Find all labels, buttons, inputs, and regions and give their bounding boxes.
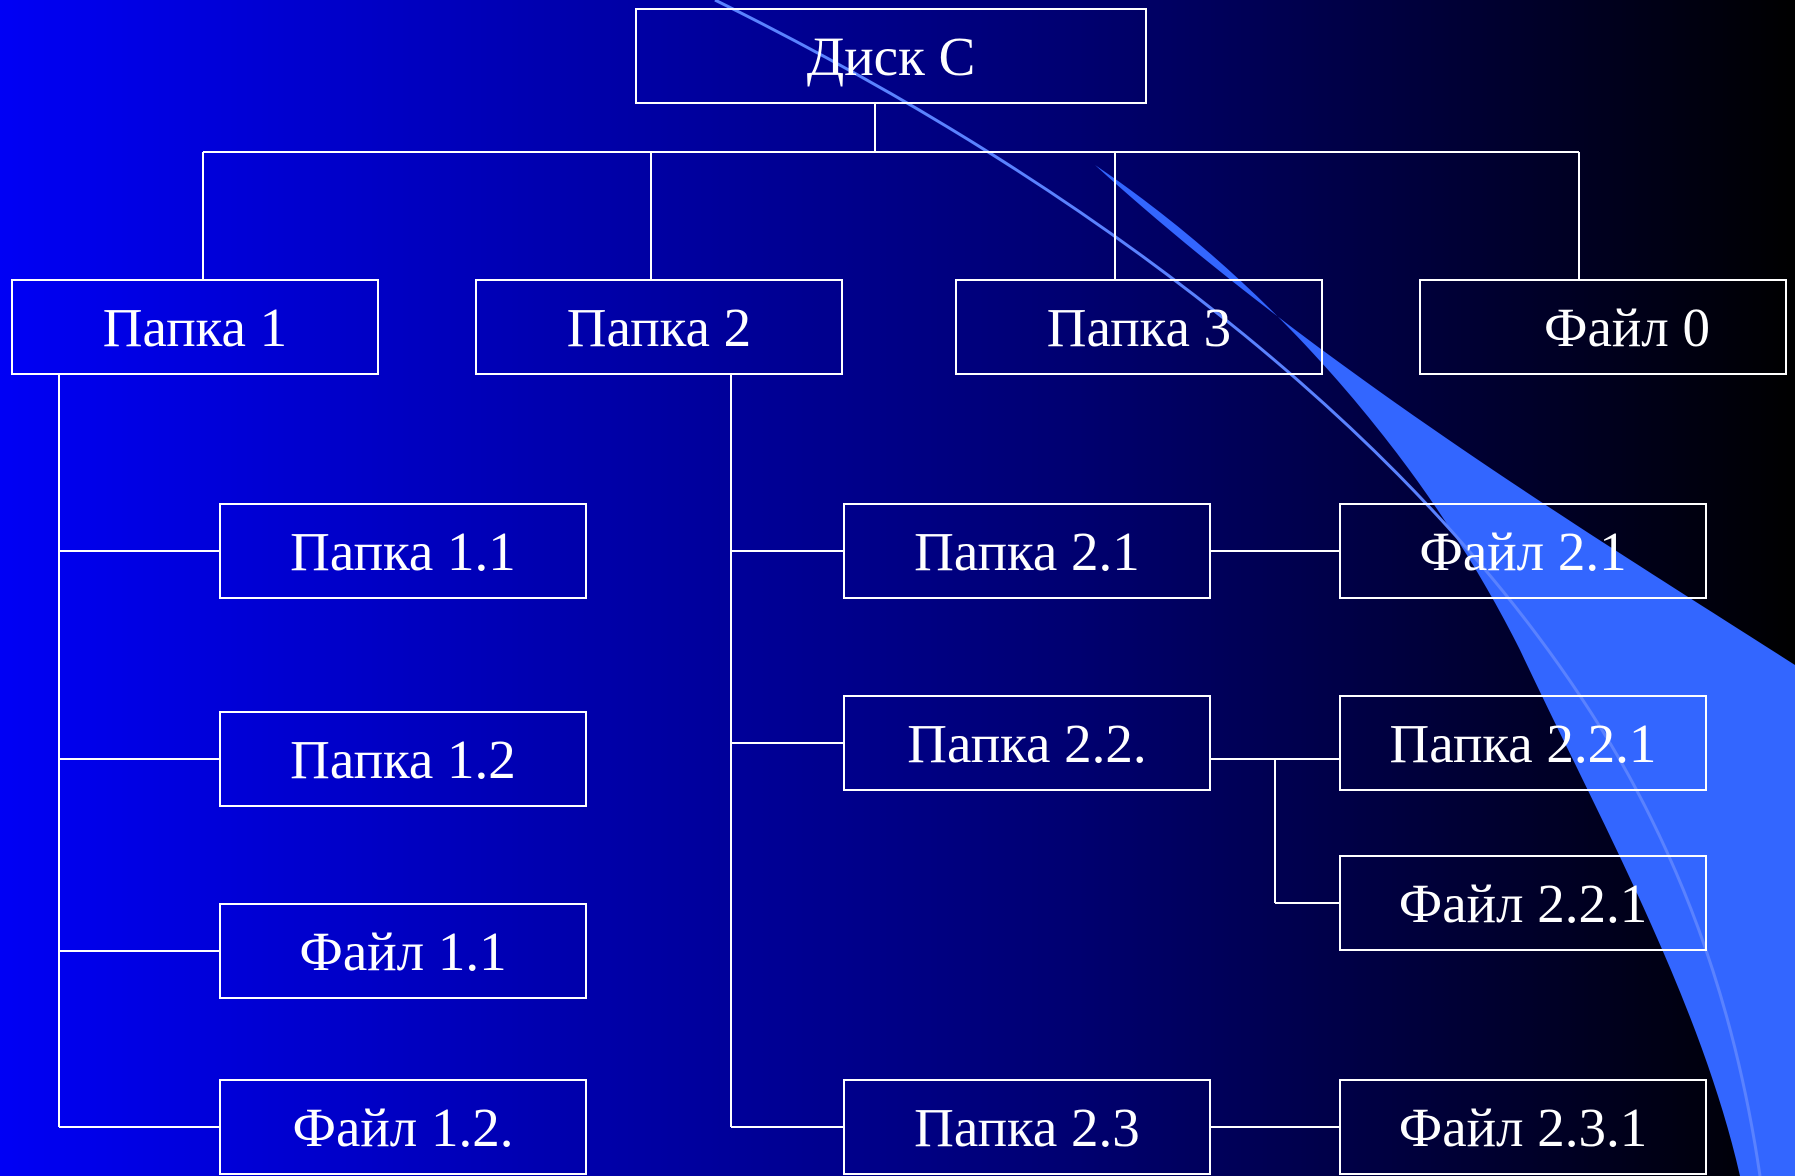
node-folder-2: Папка 2 [475,279,843,375]
node-disk-c: Диск С [635,8,1147,104]
node-folder-2-3: Папка 2.3 [843,1079,1211,1175]
node-folder-1-2: Папка 1.2 [219,711,587,807]
node-file-1-2: Файл 1.2. [219,1079,587,1175]
node-file-2-2-1: Файл 2.2.1 [1339,855,1707,951]
swoosh-arc [714,0,1762,1176]
node-file-2-1: Файл 2.1 [1339,503,1707,599]
node-file-0: Файл 0 [1419,279,1787,375]
node-folder-1-1: Папка 1.1 [219,503,587,599]
node-folder-1: Папка 1 [11,279,379,375]
node-folder-2-1: Папка 2.1 [843,503,1211,599]
node-folder-3: Папка 3 [955,279,1323,375]
swoosh-band [1095,165,1795,1176]
node-folder-2-2-1: Папка 2.2.1 [1339,695,1707,791]
node-file-2-3-1: Файл 2.3.1 [1339,1079,1707,1175]
node-file-1-1: Файл 1.1 [219,903,587,999]
node-folder-2-2: Папка 2.2. [843,695,1211,791]
